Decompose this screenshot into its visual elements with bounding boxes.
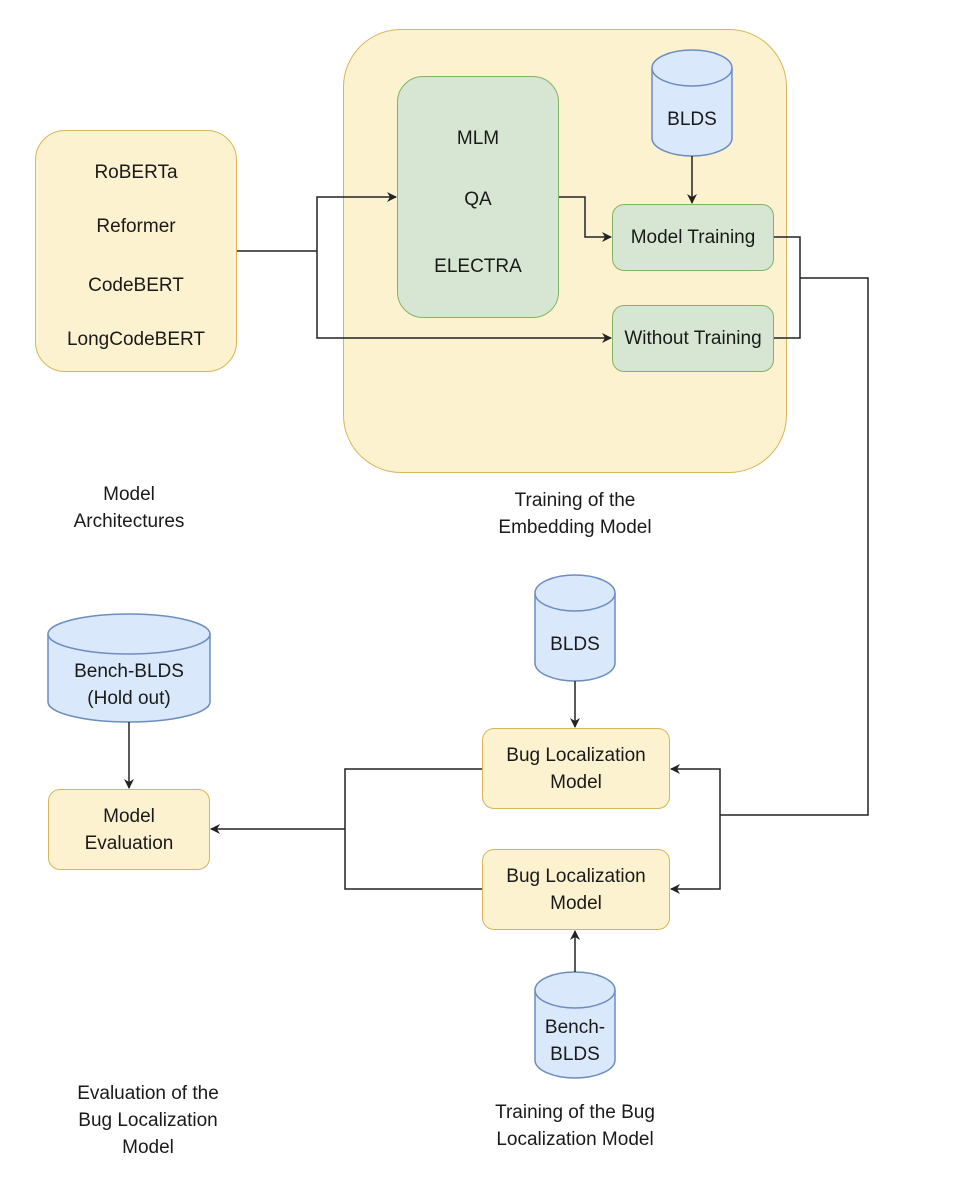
edge-model-training-out — [774, 236, 801, 339]
bench-blds-line2: BLDS — [550, 1044, 600, 1065]
blds-embedding-text: BLDS — [667, 108, 717, 130]
bug-localization-model-top-line2: Model — [550, 771, 602, 793]
bug-localization-model-bottom-line2: Model — [550, 892, 602, 914]
objective-mlm: MLM — [456, 128, 500, 149]
model-evaluation-box: Model Evaluation — [48, 789, 210, 870]
bug-localization-model-top: Bug Localization Model — [482, 728, 670, 809]
caption-bug-localization-training: Training of the Bug Localization Model — [465, 1099, 685, 1153]
caption-embedding-line1: Training of the — [514, 490, 636, 511]
bug-localization-model-bottom-line1: Bug Localization — [506, 865, 646, 887]
architecture-reformer: Reformer — [96, 216, 176, 237]
caption-evaluation: Evaluation of the Bug Localization Model — [38, 1080, 258, 1161]
architecture-codebert: CodeBERT — [88, 275, 184, 296]
training-objectives-box: MLM QA ELECTRA — [397, 76, 559, 318]
model-evaluation-line1: Model — [103, 805, 155, 827]
database-blds-training-label: BLDS — [535, 617, 615, 671]
database-bench-blds-icon — [534, 971, 616, 1079]
caption-bl-training-line2: Localization Model — [496, 1129, 654, 1150]
model-training-label: Model Training — [630, 227, 756, 248]
architecture-longcodebert: LongCodeBERT — [66, 329, 206, 350]
caption-model-architectures: Model Architectures — [48, 481, 210, 535]
without-training-box: Without Training — [612, 305, 774, 372]
edge-objectives-to-model-training — [559, 196, 612, 242]
holdout-line1: Bench-BLDS — [74, 661, 184, 682]
model-architectures-box: RoBERTa Reformer CodeBERT LongCodeBERT — [35, 130, 237, 372]
bug-localization-model-bottom: Bug Localization Model — [482, 849, 670, 930]
caption-evaluation-line1: Evaluation of the — [77, 1083, 219, 1104]
caption-embedding-line2: Embedding Model — [498, 517, 652, 538]
database-bench-blds-holdout-icon — [47, 613, 211, 723]
edge-bl-models-merge — [344, 768, 482, 890]
edge-to-bl-bottom — [670, 815, 721, 894]
objective-electra: ELECTRA — [434, 256, 522, 277]
edge-to-without-training — [316, 251, 612, 343]
without-training-label: Without Training — [624, 328, 762, 349]
caption-model-architectures-line1: Model — [103, 484, 155, 505]
holdout-line2: (Hold out) — [87, 688, 171, 709]
caption-bl-training-line1: Training of the Bug — [495, 1102, 655, 1123]
caption-embedding-training: Training of the Embedding Model — [465, 487, 685, 541]
caption-evaluation-line2: Bug Localization — [78, 1110, 218, 1131]
caption-model-architectures-line2: Architectures — [73, 511, 185, 532]
blds-training-text: BLDS — [550, 633, 600, 655]
database-bench-blds-label: Bench- BLDS — [535, 1014, 615, 1068]
edge-to-bl-top — [670, 764, 721, 815]
database-blds-embedding-icon — [651, 49, 733, 157]
database-blds-training-icon — [534, 574, 616, 682]
bench-blds-line1: Bench- — [544, 1017, 606, 1038]
edge-embedding-to-bug-localization — [720, 277, 869, 816]
database-bench-blds-holdout-label: Bench-BLDS (Hold out) — [48, 658, 210, 712]
objective-qa: QA — [464, 189, 492, 210]
edge-to-objectives — [316, 192, 397, 251]
model-training-box: Model Training — [612, 204, 774, 271]
bug-localization-model-top-line1: Bug Localization — [506, 744, 646, 766]
database-blds-embedding-label: BLDS — [652, 92, 732, 146]
caption-evaluation-line3: Model — [122, 1137, 174, 1158]
model-evaluation-line2: Evaluation — [84, 832, 174, 854]
architecture-roberta: RoBERTa — [94, 162, 178, 183]
